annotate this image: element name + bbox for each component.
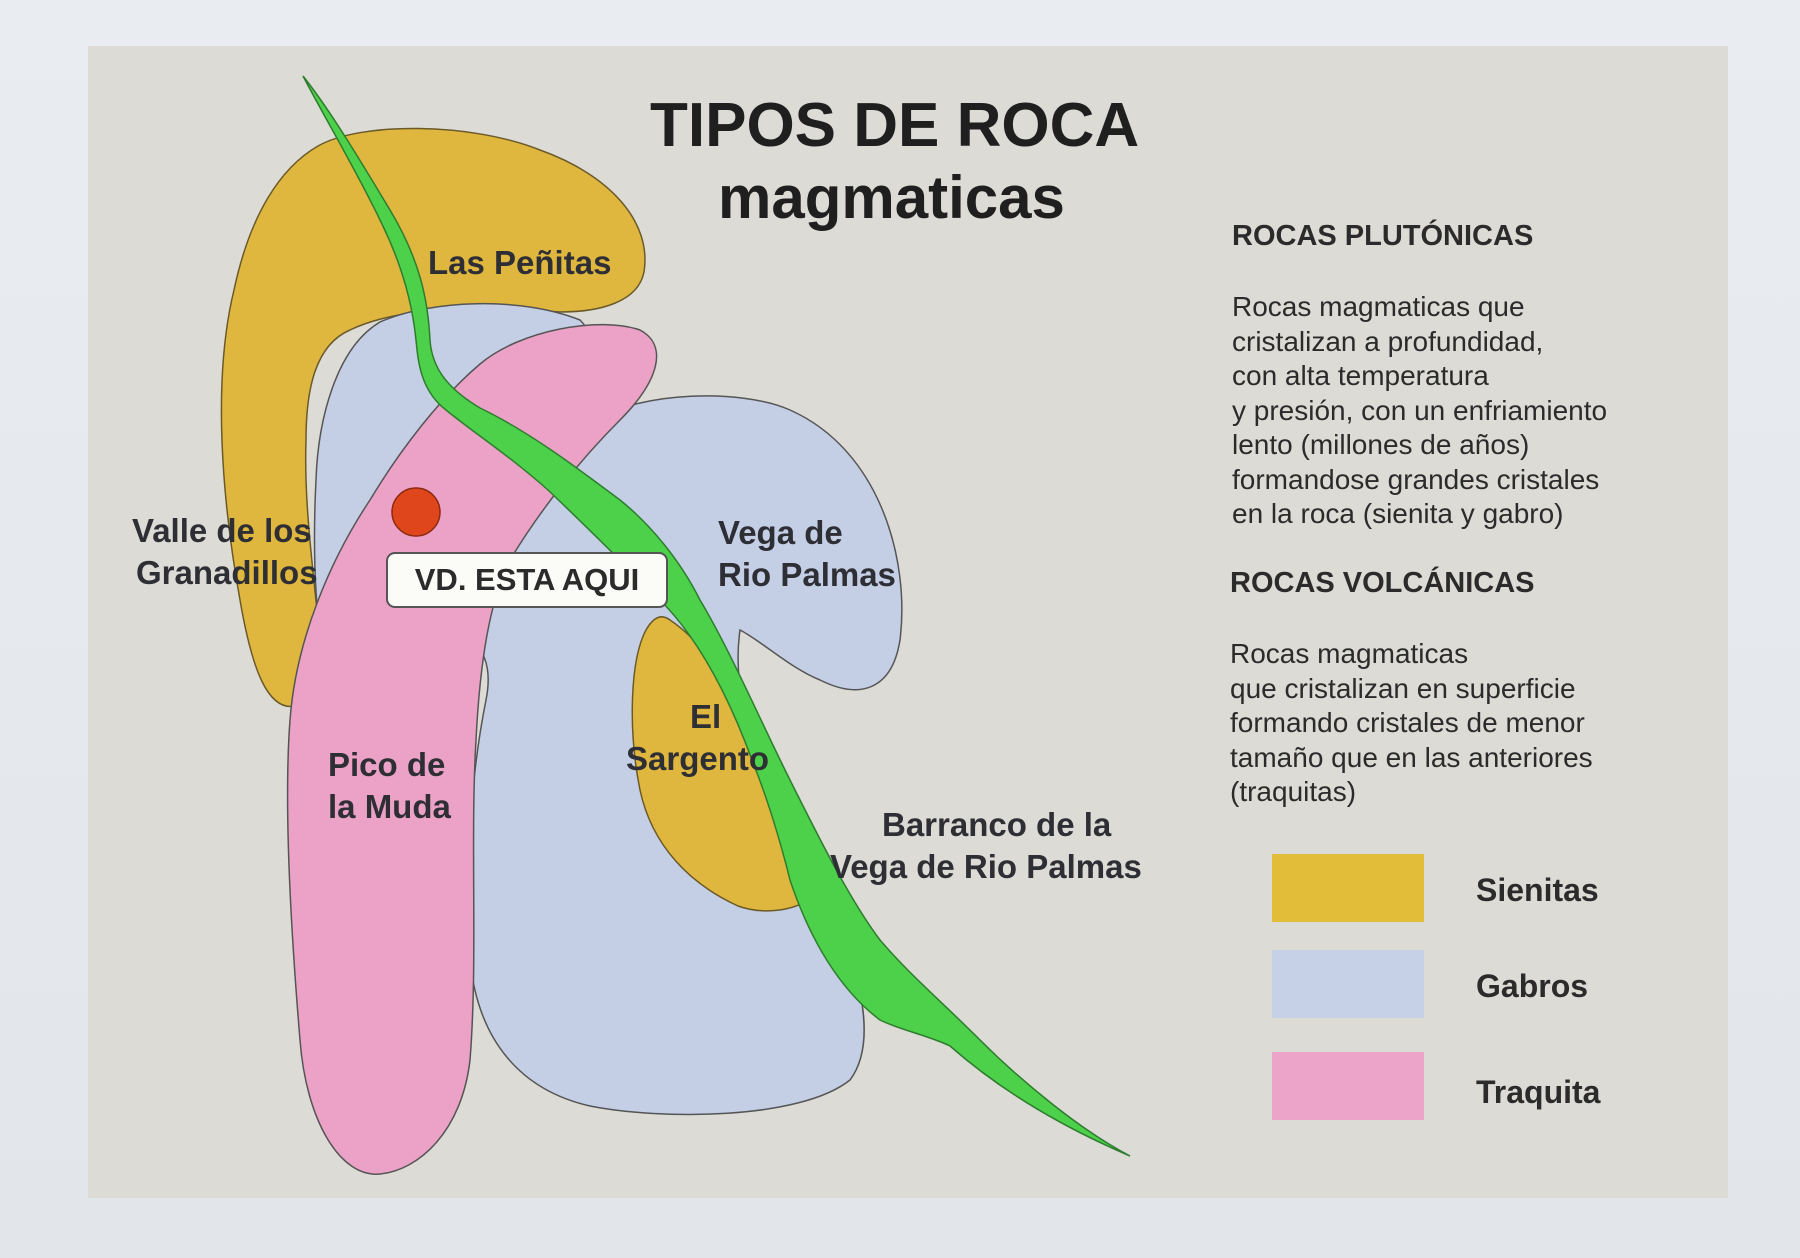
label-valle-1: Valle de los (132, 512, 312, 549)
plutonic-line: con alta temperatura (1232, 360, 1489, 391)
volcanic-line: Rocas magmaticas (1230, 638, 1469, 669)
ravine-barranco (302, 75, 1131, 1157)
legend-label-sienitas: Sienitas (1476, 872, 1599, 908)
title-line-2: magmaticas (718, 164, 1065, 231)
zone-traquita (286, 323, 658, 1175)
label-pico-1: Pico de (328, 746, 446, 783)
plutonic-line: lento (millones de años) (1232, 429, 1530, 460)
plutonic-line: formandose grandes cristales (1232, 463, 1600, 495)
legend-label-gabros: Gabros (1476, 968, 1589, 1004)
volcanic-line: formando cristales de menor (1230, 707, 1585, 738)
label-vega-1: Vega de (718, 514, 843, 551)
plutonic-heading: ROCAS PLUTÓNICAS (1232, 220, 1534, 252)
zone-sienitas-north (220, 127, 646, 708)
label-sargento-2: Sargento (626, 740, 770, 777)
legend-swatch-traquita (1272, 1052, 1424, 1120)
plutonic-line: Rocas magmaticas que (1232, 291, 1525, 322)
label-barranco-1: Barranco de la (882, 806, 1112, 843)
label-valle-2: Granadillos (136, 554, 318, 591)
plutonic-line: y presión, con un enfriamiento (1232, 394, 1608, 426)
volcanic-line: tamaño que en las anteriores (1230, 741, 1593, 773)
label-sargento-1: El (690, 698, 722, 735)
title-line-1: TIPOS DE ROCA (650, 91, 1140, 160)
volcanic-line: que cristalizan en superficie (1230, 672, 1576, 704)
you-are-here-label: VD. ESTA AQUI (386, 552, 668, 608)
legend-label-traquita: Traquita (1476, 1074, 1601, 1110)
volcanic-heading: ROCAS VOLCÁNICAS (1230, 567, 1535, 599)
volcanic-line: (traquitas) (1230, 776, 1357, 807)
legend-swatch-sienitas (1272, 854, 1424, 922)
label-las-penitas: Las Peñitas (428, 244, 612, 281)
label-pico-2: la Muda (328, 788, 451, 825)
plutonic-line: en la roca (sienita y gabro) (1232, 498, 1564, 529)
plutonic-line: cristalizan a profundidad, (1232, 325, 1544, 357)
label-barranco-2: Vega de Rio Palmas (830, 848, 1142, 885)
label-vega-2: Rio Palmas (718, 556, 896, 593)
you-are-here-dot (391, 487, 441, 537)
legend-swatch-gabros (1272, 950, 1424, 1018)
